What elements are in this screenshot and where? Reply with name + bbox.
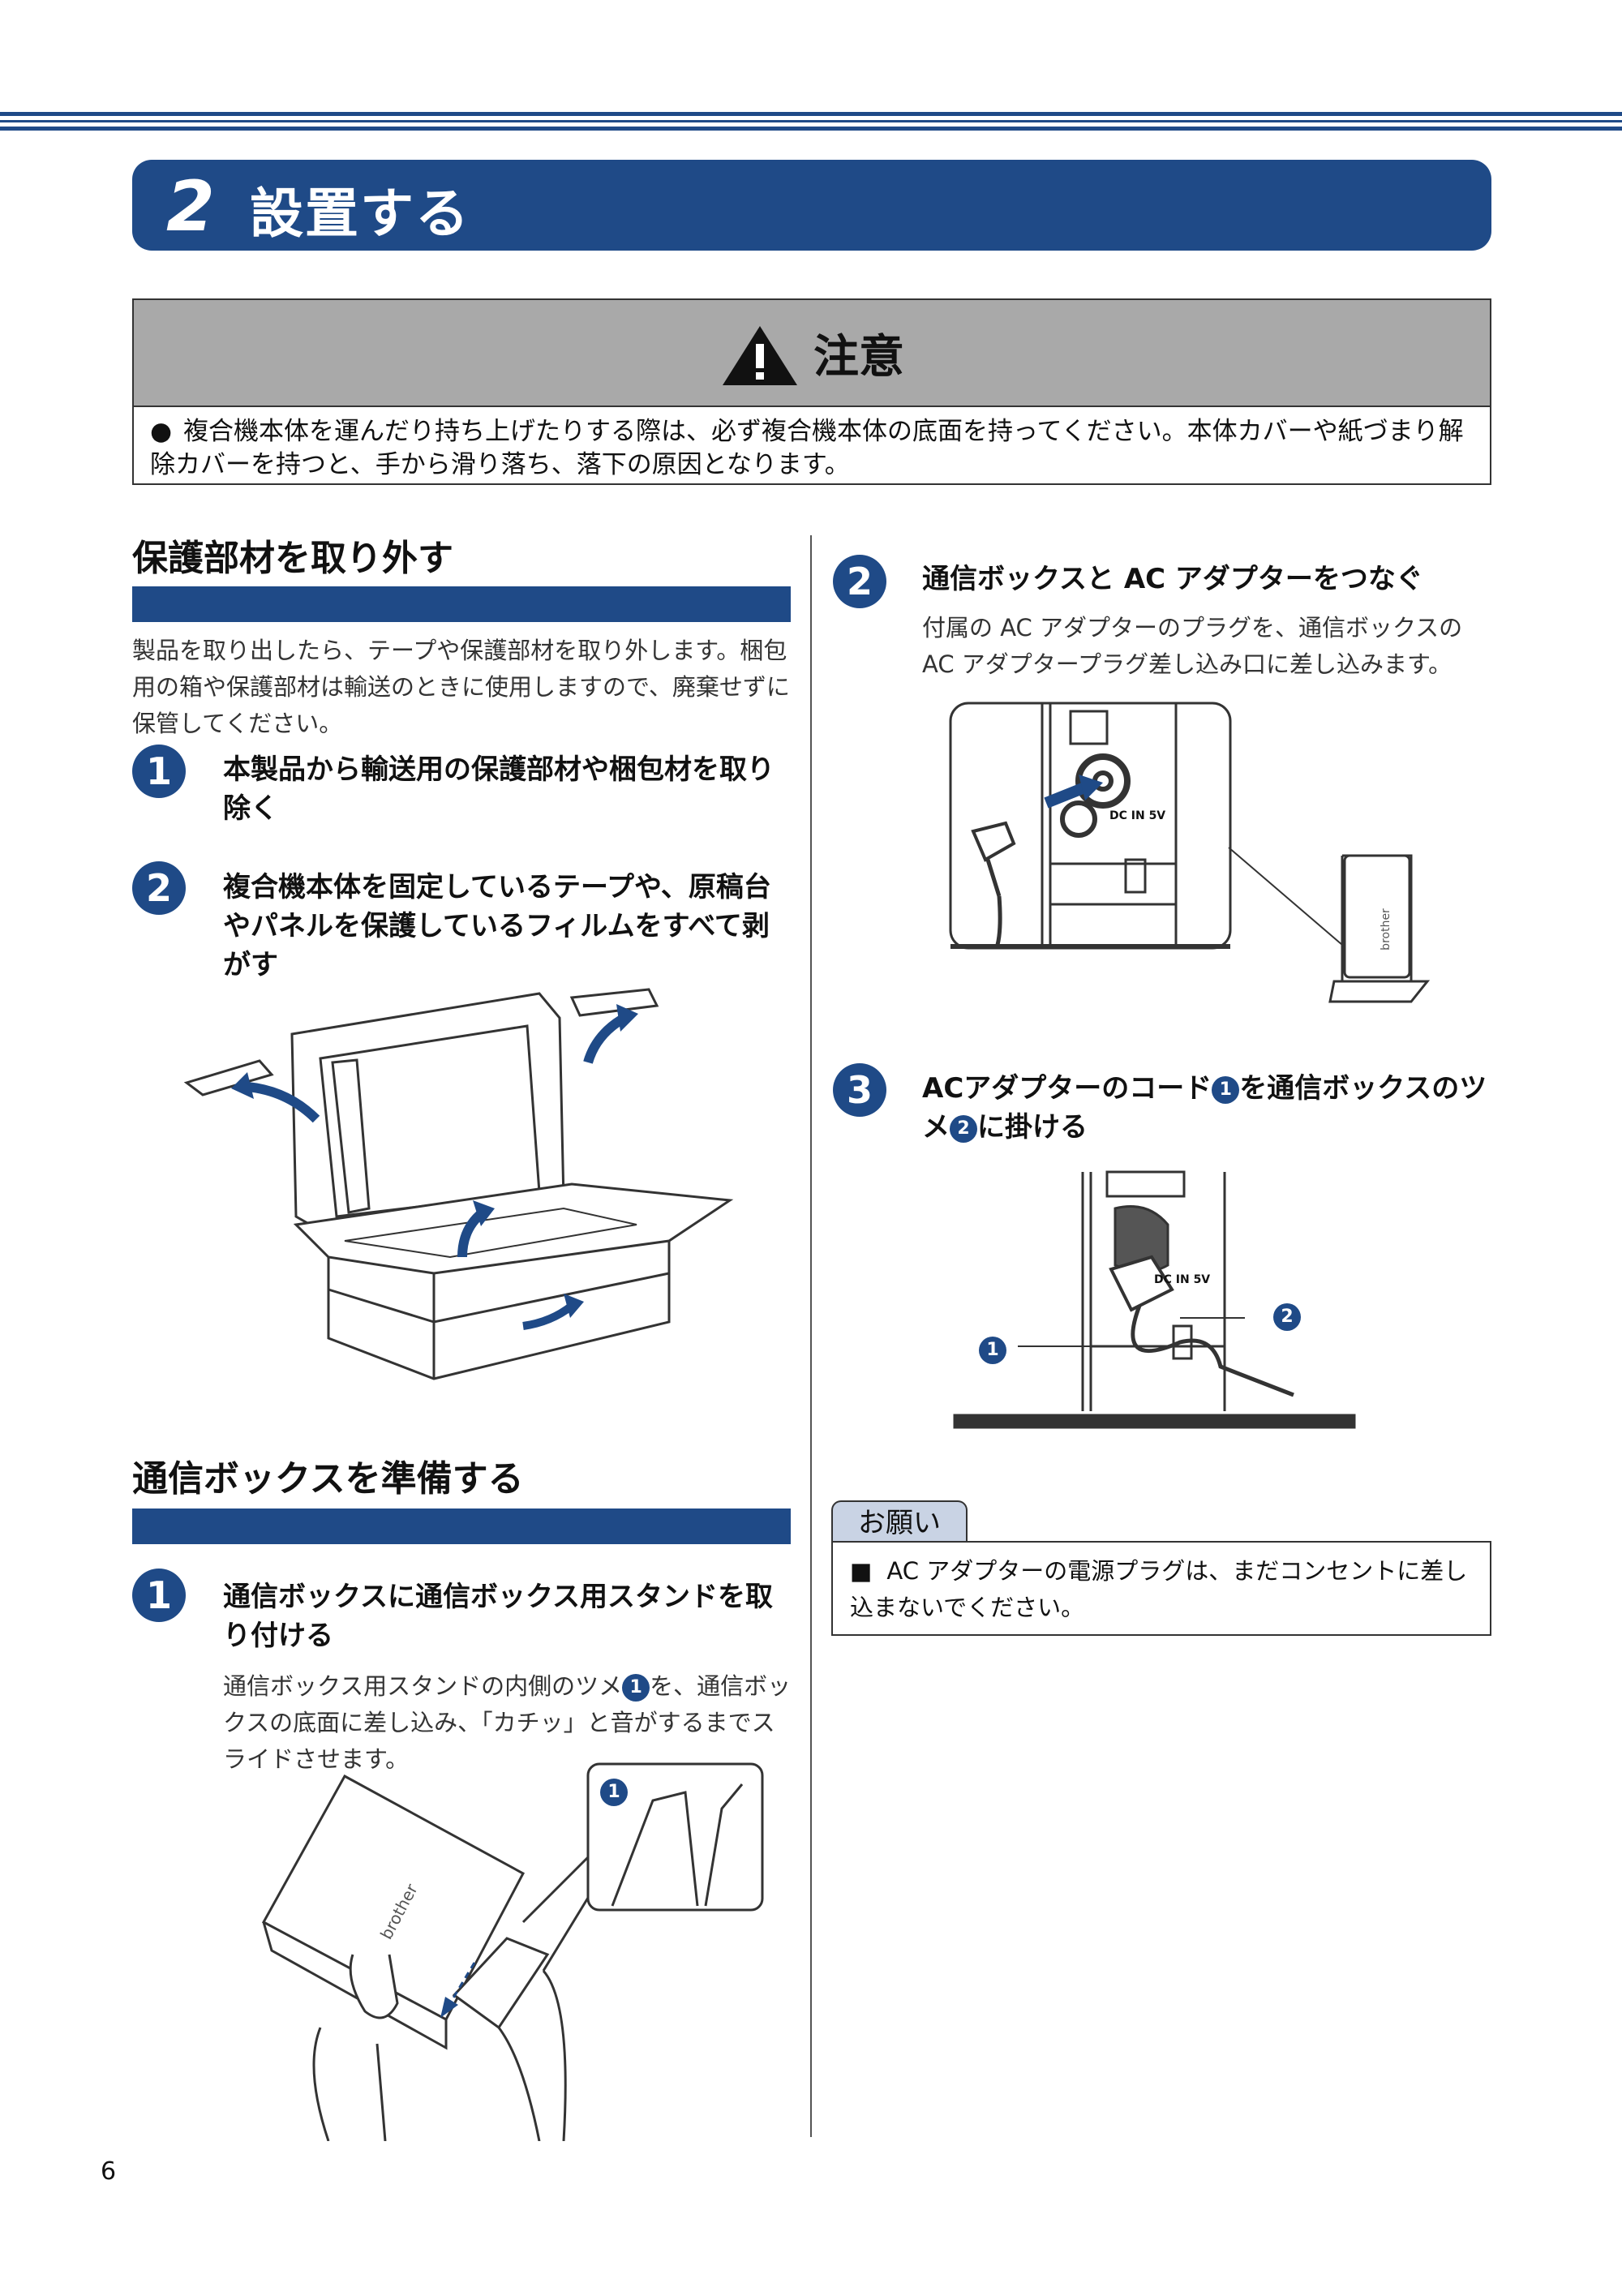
callout-2-hook: 2: [1273, 1303, 1301, 1331]
step-number-right-2: 2: [833, 555, 886, 608]
caution-title: 注意: [813, 331, 904, 384]
section-bar-2: [132, 1508, 791, 1544]
step3-mark-2: 2: [950, 1114, 977, 1143]
brand-logo-box: brother: [1379, 908, 1392, 951]
stand-illustration: .: [261, 1762, 764, 2141]
printer-illustration: [183, 988, 734, 1380]
desc-part-b: を、通信ボックスの底面に差し込み、「カチッ」と音がするまでスライドさせます。: [223, 1672, 792, 1773]
step-desc-right-2: 付属の AC アダプターのプラグを、通信ボックスの AC アダプタープラグ差し込…: [922, 614, 1463, 678]
section1-intro: 製品を取り出したら、テープや保護部材を取り外します。梱包用の箱や保護部材は輸送の…: [132, 637, 790, 737]
step3-mark-1: 1: [1212, 1075, 1240, 1104]
note-tab: お願い: [831, 1500, 968, 1543]
port-label-dcin-2: DC IN 5V: [1154, 1273, 1211, 1286]
caution-header: [134, 300, 1490, 407]
section-title-remove-protective: 保護部材を取り外す: [132, 538, 453, 579]
step3-text-a: ACアダプターのコード: [922, 1072, 1212, 1105]
note-body: AC アダプターの電源プラグは、まだコンセントに差し込まないでください。: [850, 1557, 1468, 1621]
header-rule-bottom: [0, 127, 1622, 131]
column-divider: [810, 535, 812, 2137]
section-bar-1: [132, 586, 791, 622]
chapter-number: 2: [166, 166, 215, 247]
step-text-2: 複合機本体を固定しているテープや、原稿台やパネルを保護しているフィルムをすべて剥…: [223, 871, 771, 981]
callout-1-stand: 1: [600, 1779, 628, 1806]
caution-text: ●複合機本体を運んだり持ち上げたりする際は、必ず複合機本体の底面を持ってください…: [150, 415, 1480, 482]
header-rule-top: [0, 112, 1622, 116]
caution-bullet: ●: [150, 417, 173, 446]
desc-part-a: 通信ボックス用スタンドの内側のツメ: [223, 1672, 623, 1700]
warning-triangle-icon: [723, 326, 797, 385]
header-rule-middle: [0, 120, 1622, 122]
step-number-1: 1: [132, 745, 186, 798]
callout-1-cord: 1: [979, 1337, 1006, 1364]
callout-mark: 1: [622, 1674, 650, 1702]
chapter-banner: [132, 160, 1491, 251]
step-number-box-1: 1: [132, 1569, 186, 1622]
step-number-right-3: 3: [833, 1063, 886, 1117]
adapter-connection-illustration: [949, 702, 1431, 1003]
step-number-2: 2: [132, 861, 186, 915]
section-title-prepare-box: 通信ボックスを準備する: [132, 1458, 524, 1500]
port-label-dcin: DC IN 5V: [1109, 809, 1166, 822]
cord-hook-illustration: [953, 1170, 1356, 1429]
step3-text-c: に掛ける: [977, 1111, 1088, 1144]
note-text: ■AC アダプターの電源プラグは、まだコンセントに差し込まないでください。: [850, 1553, 1483, 1626]
step3-text-b: を通信ボックスのツメ: [922, 1072, 1487, 1144]
note-box: [831, 1541, 1491, 1636]
step-text-box-1: 通信ボックスに通信ボックス用スタンドを取り付ける: [223, 1581, 773, 1652]
chapter-title: 設置する: [250, 182, 470, 245]
note-bullet: ■: [850, 1557, 873, 1585]
step-text-right-2: 通信ボックスと AC アダプターをつなぐ: [922, 563, 1423, 595]
page-number: 6: [101, 2157, 117, 2186]
step-text-1: 本製品から輸送用の保護部材や梱包材を取り除く: [223, 753, 775, 825]
caution-body: 複合機本体を運んだり持ち上げたりする際は、必ず複合機本体の底面を持ってください。…: [150, 417, 1464, 479]
